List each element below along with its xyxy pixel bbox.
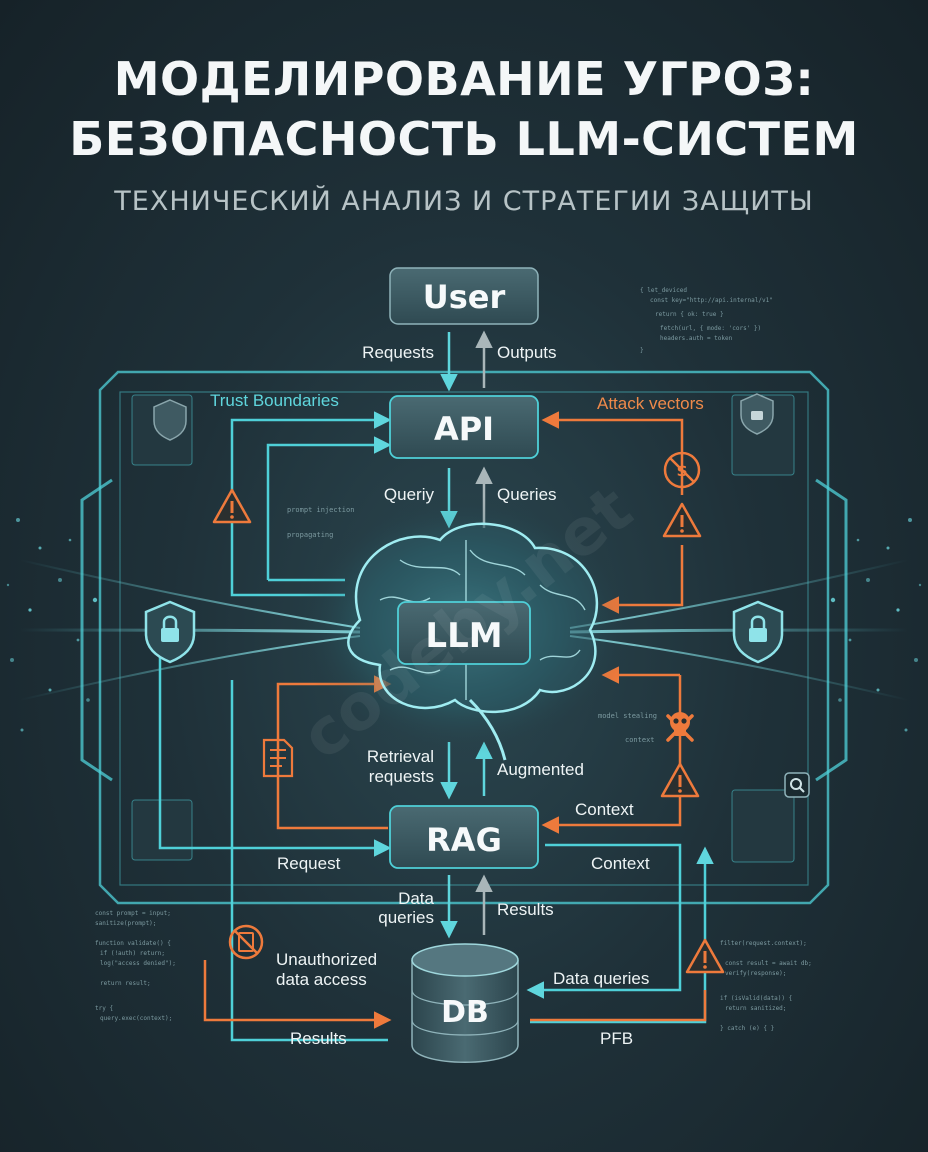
node-llm-label: LLM <box>425 616 502 656</box>
svg-text:return sanitized;: return sanitized; <box>725 1005 786 1012</box>
note-propagating: propagating <box>287 531 333 539</box>
edge-data-queries-1: Data <box>398 889 434 908</box>
shield-lock-icon <box>732 600 784 664</box>
node-db[interactable]: DB <box>411 943 519 1063</box>
node-rag-label: RAG <box>426 821 502 859</box>
no-data-icon <box>228 924 264 960</box>
svg-text:const prompt = input;: const prompt = input; <box>95 910 171 917</box>
edge-retrieval-1: Retrieval <box>367 747 434 766</box>
svg-text:sanitize(prompt);: sanitize(prompt); <box>95 920 156 927</box>
node-rag[interactable]: RAG <box>389 805 539 869</box>
title-line-1: МОДЕЛИРОВАНИЕ УГРОЗ: <box>113 52 815 106</box>
note-context: context <box>625 736 655 744</box>
svg-text:if (!auth) return;: if (!auth) return; <box>100 950 165 957</box>
edge-retrieval-2: requests <box>369 767 434 786</box>
svg-text:fetch(url, { mode: 'cors' }): fetch(url, { mode: 'cors' }) <box>660 325 761 332</box>
edge-data-queries: Data queries <box>553 969 649 988</box>
edge-queriy: Queriy <box>384 485 435 504</box>
document-icon <box>262 738 294 778</box>
edge-pfb: PFB <box>600 1029 633 1048</box>
no-money-icon: $ <box>663 451 701 489</box>
svg-text:query.exec(context);: query.exec(context); <box>100 1015 172 1022</box>
particle-cloud-right <box>830 518 922 732</box>
note-model-stealing: model stealing <box>598 712 657 720</box>
node-user[interactable]: User <box>389 267 539 325</box>
edge-outputs: Outputs <box>497 343 557 362</box>
particle-cloud-left <box>6 518 98 732</box>
code-snippets: { let_deviced const key="http://api.inte… <box>95 287 812 1032</box>
edge-context-1: Context <box>575 800 634 819</box>
node-llm[interactable]: LLM <box>397 601 531 665</box>
svg-text:{ let_deviced: { let_deviced <box>640 287 687 294</box>
svg-text:} catch (e) { }: } catch (e) { } <box>720 1025 774 1032</box>
skull-icon <box>666 712 694 742</box>
edge-context-2: Context <box>591 854 650 873</box>
subtitle: ТЕХНИЧЕСКИЙ АНАЛИЗ И СТРАТЕГИИ ЗАЩИТЫ <box>114 186 814 217</box>
warning-icon <box>662 502 702 538</box>
node-db-label: DB <box>441 995 489 1030</box>
shield-lock-icon <box>144 600 196 664</box>
svg-text:const result = await db;: const result = await db; <box>725 960 812 967</box>
warning-icon <box>685 938 725 974</box>
edge-results-1: Results <box>497 900 554 919</box>
svg-text:return result;: return result; <box>100 980 151 987</box>
node-api[interactable]: API <box>389 395 539 459</box>
svg-text:filter(request.context);: filter(request.context); <box>720 940 807 947</box>
node-user-label: User <box>423 278 506 316</box>
warning-icon <box>660 762 700 798</box>
edge-unauthorized-1: Unauthorized <box>276 950 377 969</box>
svg-text:function validate() {: function validate() { <box>95 940 171 947</box>
svg-text:log("access denied");: log("access denied"); <box>100 960 176 967</box>
svg-text:headers.auth = token: headers.auth = token <box>660 335 733 342</box>
shield-lock-icon <box>740 393 774 435</box>
edge-requests: Requests <box>362 343 434 362</box>
edge-queries: Queries <box>497 485 557 504</box>
attack-vectors-label: Attack vectors <box>597 394 704 413</box>
search-icon <box>784 772 810 798</box>
edge-results-2: Results <box>290 1029 347 1048</box>
svg-text:try {: try { <box>95 1005 113 1012</box>
svg-text:if (isValid(data)) {: if (isValid(data)) { <box>720 995 792 1002</box>
edge-unauthorized-2: data access <box>276 970 367 989</box>
shield-icon <box>153 399 187 441</box>
title-line-2: БЕЗОПАСНОСТЬ LLM-СИСТЕМ <box>69 112 859 166</box>
node-api-label: API <box>434 410 494 448</box>
svg-text:return { ok: true }: return { ok: true } <box>655 311 724 318</box>
svg-text:verify(response);: verify(response); <box>725 970 786 977</box>
svg-text:}: } <box>640 347 644 354</box>
edge-augmented: Augmented <box>497 760 584 779</box>
trust-boundaries-label: Trust Boundaries <box>210 391 339 410</box>
trust-boundary-frame <box>80 370 848 905</box>
warning-icon <box>212 488 252 524</box>
edge-request: Request <box>277 854 341 873</box>
note-prompt-injection: prompt injection <box>287 506 354 514</box>
edge-data-queries-2: queries <box>378 908 434 927</box>
svg-text:const key="http://api.internal: const key="http://api.internal/v1" <box>650 297 773 304</box>
